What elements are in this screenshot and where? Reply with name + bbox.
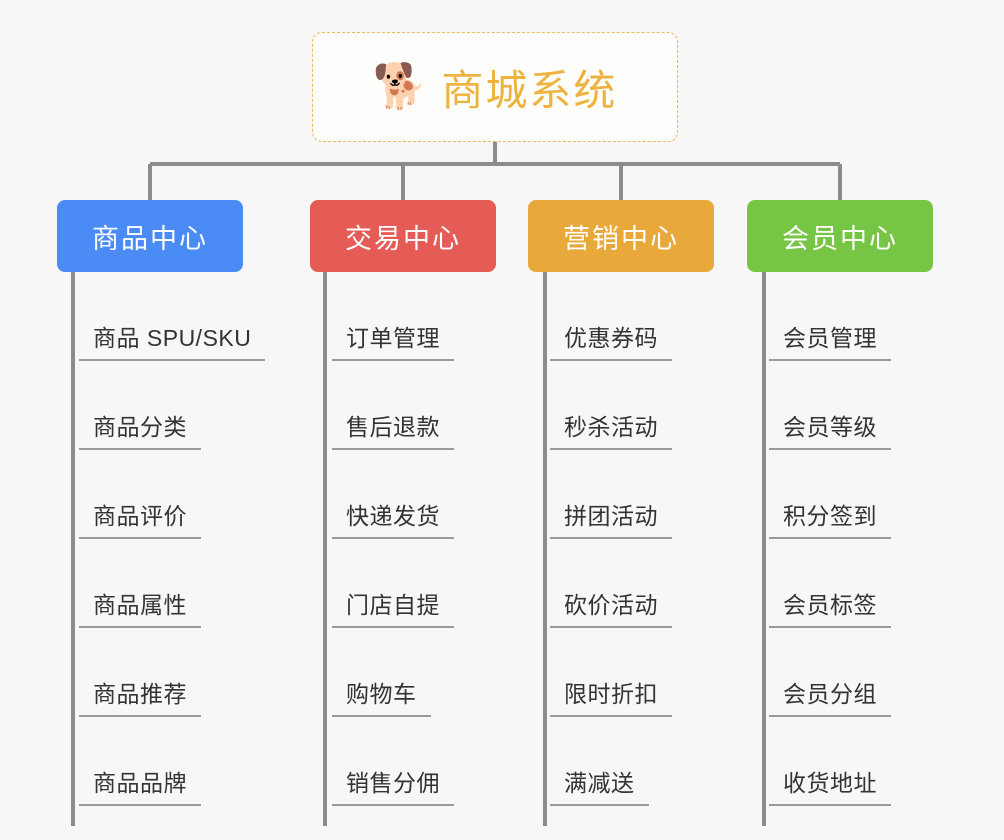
leaf-item[interactable]: 商品推荐 — [57, 628, 265, 717]
leaf-item[interactable]: 订单管理 — [310, 272, 496, 361]
leaf-item-label: 会员标签 — [769, 586, 891, 628]
leaf-item-label: 会员等级 — [769, 408, 891, 450]
leaf-item-label: 优惠券码 — [550, 319, 672, 361]
leaf-item[interactable]: 销售分佣 — [310, 717, 496, 806]
root-node[interactable]: 🐕 商城系统 — [312, 32, 678, 142]
branch-trade-center: 交易中心 订单管理售后退款快递发货门店自提购物车销售分佣 — [310, 200, 496, 806]
leaf-item[interactable]: 会员等级 — [747, 361, 933, 450]
leaf-item[interactable]: 门店自提 — [310, 539, 496, 628]
leaf-item[interactable]: 商品评价 — [57, 450, 265, 539]
category-header-marketing-center[interactable]: 营销中心 — [528, 200, 714, 272]
leaf-item-label: 商品评价 — [79, 497, 201, 539]
leaf-item-label: 商品推荐 — [79, 675, 201, 717]
leaf-item-label: 商品品牌 — [79, 764, 201, 806]
leaf-item-label: 限时折扣 — [550, 675, 672, 717]
leaf-item-label: 积分签到 — [769, 497, 891, 539]
leaf-item-label: 商品属性 — [79, 586, 201, 628]
leaf-list-member-center: 会员管理会员等级积分签到会员标签会员分组收货地址 — [747, 272, 933, 806]
branch-marketing-center: 营销中心 优惠券码秒杀活动拼团活动砍价活动限时折扣满减送 — [528, 200, 714, 806]
leaf-item-label: 商品 SPU/SKU — [79, 319, 266, 361]
leaf-item-label: 满减送 — [550, 764, 649, 806]
leaf-item[interactable]: 会员标签 — [747, 539, 933, 628]
category-header-member-center[interactable]: 会员中心 — [747, 200, 933, 272]
leaf-item-label: 售后退款 — [332, 408, 454, 450]
leaf-item[interactable]: 快递发货 — [310, 450, 496, 539]
leaf-item[interactable]: 购物车 — [310, 628, 496, 717]
leaf-item[interactable]: 商品分类 — [57, 361, 265, 450]
category-header-trade-center[interactable]: 交易中心 — [310, 200, 496, 272]
leaf-item[interactable]: 积分签到 — [747, 450, 933, 539]
leaf-item-label: 订单管理 — [332, 319, 454, 361]
leaf-item[interactable]: 拼团活动 — [528, 450, 714, 539]
leaf-item[interactable]: 收货地址 — [747, 717, 933, 806]
leaf-item-label: 秒杀活动 — [550, 408, 672, 450]
leaf-item[interactable]: 商品品牌 — [57, 717, 265, 806]
leaf-item[interactable]: 秒杀活动 — [528, 361, 714, 450]
leaf-list-marketing-center: 优惠券码秒杀活动拼团活动砍价活动限时折扣满减送 — [528, 272, 714, 806]
leaf-item-label: 门店自提 — [332, 586, 454, 628]
branch-member-center: 会员中心 会员管理会员等级积分签到会员标签会员分组收货地址 — [747, 200, 933, 806]
leaf-item-label: 收货地址 — [769, 764, 891, 806]
leaf-item[interactable]: 商品 SPU/SKU — [57, 272, 266, 361]
leaf-item[interactable]: 会员分组 — [747, 628, 933, 717]
category-header-product-center[interactable]: 商品中心 — [57, 200, 243, 272]
leaf-item[interactable]: 砍价活动 — [528, 539, 714, 628]
leaf-item-label: 快递发货 — [332, 497, 454, 539]
branch-product-center: 商品中心 商品 SPU/SKU 商品分类商品评价商品属性商品推荐商品品牌 — [57, 200, 266, 806]
leaf-item-label: 拼团活动 — [550, 497, 672, 539]
leaf-item-label: 会员管理 — [769, 319, 891, 361]
root-title: 商城系统 — [441, 66, 618, 114]
leaf-item-label: 会员分组 — [769, 675, 891, 717]
leaf-item[interactable]: 售后退款 — [310, 361, 496, 450]
leaf-list-trade-center: 订单管理售后退款快递发货门店自提购物车销售分佣 — [310, 272, 496, 806]
leaf-item-label: 购物车 — [332, 675, 431, 717]
leaf-item-label: 销售分佣 — [332, 764, 454, 806]
leaf-item[interactable]: 会员管理 — [747, 272, 933, 361]
leaf-item[interactable]: 优惠券码 — [528, 272, 714, 361]
leaf-item-label: 砍价活动 — [550, 586, 672, 628]
leaf-item[interactable]: 满减送 — [528, 717, 714, 806]
leaf-item-label: 商品分类 — [79, 408, 201, 450]
leaf-item[interactable]: 限时折扣 — [528, 628, 714, 717]
leaf-list-product-center: 商品 SPU/SKU 商品分类商品评价商品属性商品推荐商品品牌 — [57, 272, 266, 806]
leaf-item[interactable]: 商品属性 — [57, 539, 265, 628]
shiba-dog-emoji-icon: 🐕 — [372, 62, 428, 111]
